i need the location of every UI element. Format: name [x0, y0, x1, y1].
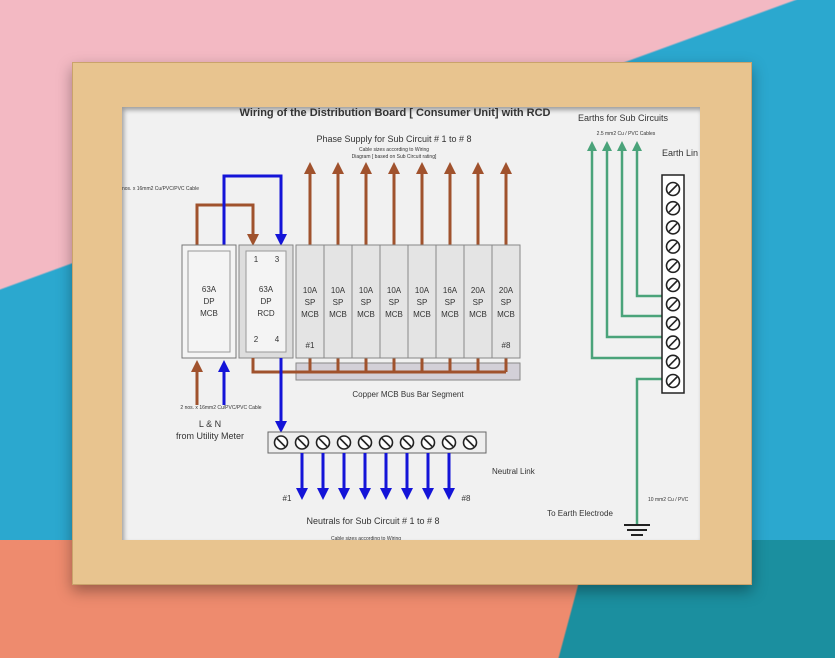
mcb-kind: MCB — [413, 310, 431, 319]
screw-slot — [297, 437, 307, 448]
mcb-type: SP — [445, 298, 456, 307]
screw-slot — [668, 203, 678, 213]
sp-mcb-box — [463, 244, 493, 359]
busbar-label: Copper MCB Bus Bar Segment — [352, 390, 464, 399]
mcb-rating: 16A — [443, 286, 458, 295]
earth-out-arrow — [617, 141, 662, 318]
mcb-kind: MCB — [329, 310, 347, 319]
screw-slot — [668, 261, 678, 271]
mcb-rating: 10A — [387, 286, 402, 295]
screw-slot — [668, 338, 678, 348]
screw-slot — [465, 437, 475, 448]
mcb-rating: 10A — [415, 286, 430, 295]
screw-slot — [276, 437, 286, 448]
mcb-rating: 20A — [471, 286, 486, 295]
sp-mcb-box — [407, 244, 437, 359]
screw-slot — [668, 242, 678, 252]
sp-mcb-box — [323, 244, 353, 359]
sp-mcb-box — [435, 244, 465, 359]
screw-slot — [668, 357, 678, 367]
rcd-terminal-4: 4 — [275, 335, 280, 344]
mcb-rating: 10A — [331, 286, 346, 295]
earths-label: Earths for Sub Circuits — [578, 113, 669, 123]
mcb-type: SP — [305, 298, 316, 307]
main-mcb-label: DP — [203, 297, 214, 306]
mcb-first-label: #1 — [306, 341, 315, 350]
mcb-kind: MCB — [441, 310, 459, 319]
main-mcb-label: MCB — [200, 309, 218, 318]
screw-slot — [444, 437, 454, 448]
mcb-type: SP — [417, 298, 428, 307]
mcb-kind: MCB — [301, 310, 319, 319]
earth-out-arrow — [602, 141, 662, 339]
rcd-label: DP — [260, 297, 271, 306]
main-mcb-box — [181, 244, 237, 359]
neutral-first-label: #1 — [283, 494, 292, 503]
mcb-kind: MCB — [357, 310, 375, 319]
screw-slot — [339, 437, 349, 448]
main-mcb-label: 63A — [202, 285, 217, 294]
earth-out-arrow — [587, 141, 662, 360]
mcb-rating: 20A — [499, 286, 514, 295]
mcb-type: SP — [473, 298, 484, 307]
phase-note-1: Cable sizes according to Wiring — [359, 147, 429, 153]
screw-slot — [668, 299, 678, 309]
screw-slot — [402, 437, 412, 448]
rcd-terminal-2: 2 — [254, 335, 259, 344]
mcb-last-label: #8 — [502, 341, 511, 350]
screw-slot — [381, 437, 391, 448]
main-mcb-inner — [187, 250, 231, 353]
screw-slot — [668, 222, 678, 232]
earth-electrode-cable: 10 mm2 Cu / PVC — [648, 497, 689, 503]
sp-mcb-box — [379, 244, 409, 359]
earth-electrode-line — [635, 377, 662, 525]
sp-mcb-box — [295, 244, 325, 359]
mcb-rating: 10A — [359, 286, 374, 295]
screw-slot — [668, 280, 678, 290]
incoming-cable-label: 2 nos. x 16mm2 Cu/PVC/PVC Cable — [180, 405, 261, 411]
mcb-type: SP — [333, 298, 344, 307]
earth-electrode-label: To Earth Electrode — [547, 509, 613, 518]
mcb-type: SP — [361, 298, 372, 307]
screw-slot — [668, 318, 678, 328]
sp-mcb-box — [351, 244, 381, 359]
neutral-link-label: Neutral Link — [492, 467, 536, 476]
screw-slot — [423, 437, 433, 448]
earth-cable-label: 2.5 mm2 Cu / PVC Cables — [597, 131, 656, 137]
top-cable-label: nos. x 16mm2 Cu/PVC/PVC Cable — [122, 186, 199, 192]
phase-supply-label: Phase Supply for Sub Circuit # 1 to # 8 — [316, 134, 471, 144]
earth-out-arrow — [632, 141, 662, 298]
incoming-from-label: from Utility Meter — [176, 431, 244, 441]
incoming-ln-label: L & N — [199, 419, 221, 429]
neutral-loop — [222, 174, 287, 246]
screw-slot — [318, 437, 328, 448]
mcb-kind: MCB — [497, 310, 515, 319]
phase-note-2: Diagram [ based on Sub Circuit rating] — [352, 154, 437, 160]
neutrals-label: Neutrals for Sub Circuit # 1 to # 8 — [306, 516, 439, 526]
diagram-title: Wiring of the Distribution Board [ Consu… — [240, 107, 551, 119]
screw-slot — [668, 184, 678, 194]
mcb-kind: MCB — [385, 310, 403, 319]
rcd-label: RCD — [257, 309, 275, 318]
earth-link-label: Earth Lin — [662, 148, 698, 158]
rcd-inner — [245, 250, 287, 353]
mcb-type: SP — [501, 298, 512, 307]
rcd-label: 63A — [259, 285, 274, 294]
screw-slot — [360, 437, 370, 448]
screw-slot — [668, 376, 678, 386]
mcb-type: SP — [389, 298, 400, 307]
sp-mcb-box — [491, 244, 521, 359]
neutrals-note: Cable sizes according to Wiring — [331, 536, 401, 542]
mcb-rating: 10A — [303, 286, 318, 295]
neutral-last-label: #8 — [462, 494, 471, 503]
rcd-terminal-3: 3 — [275, 255, 280, 264]
mcb-kind: MCB — [469, 310, 487, 319]
rcd-terminal-1: 1 — [254, 255, 259, 264]
